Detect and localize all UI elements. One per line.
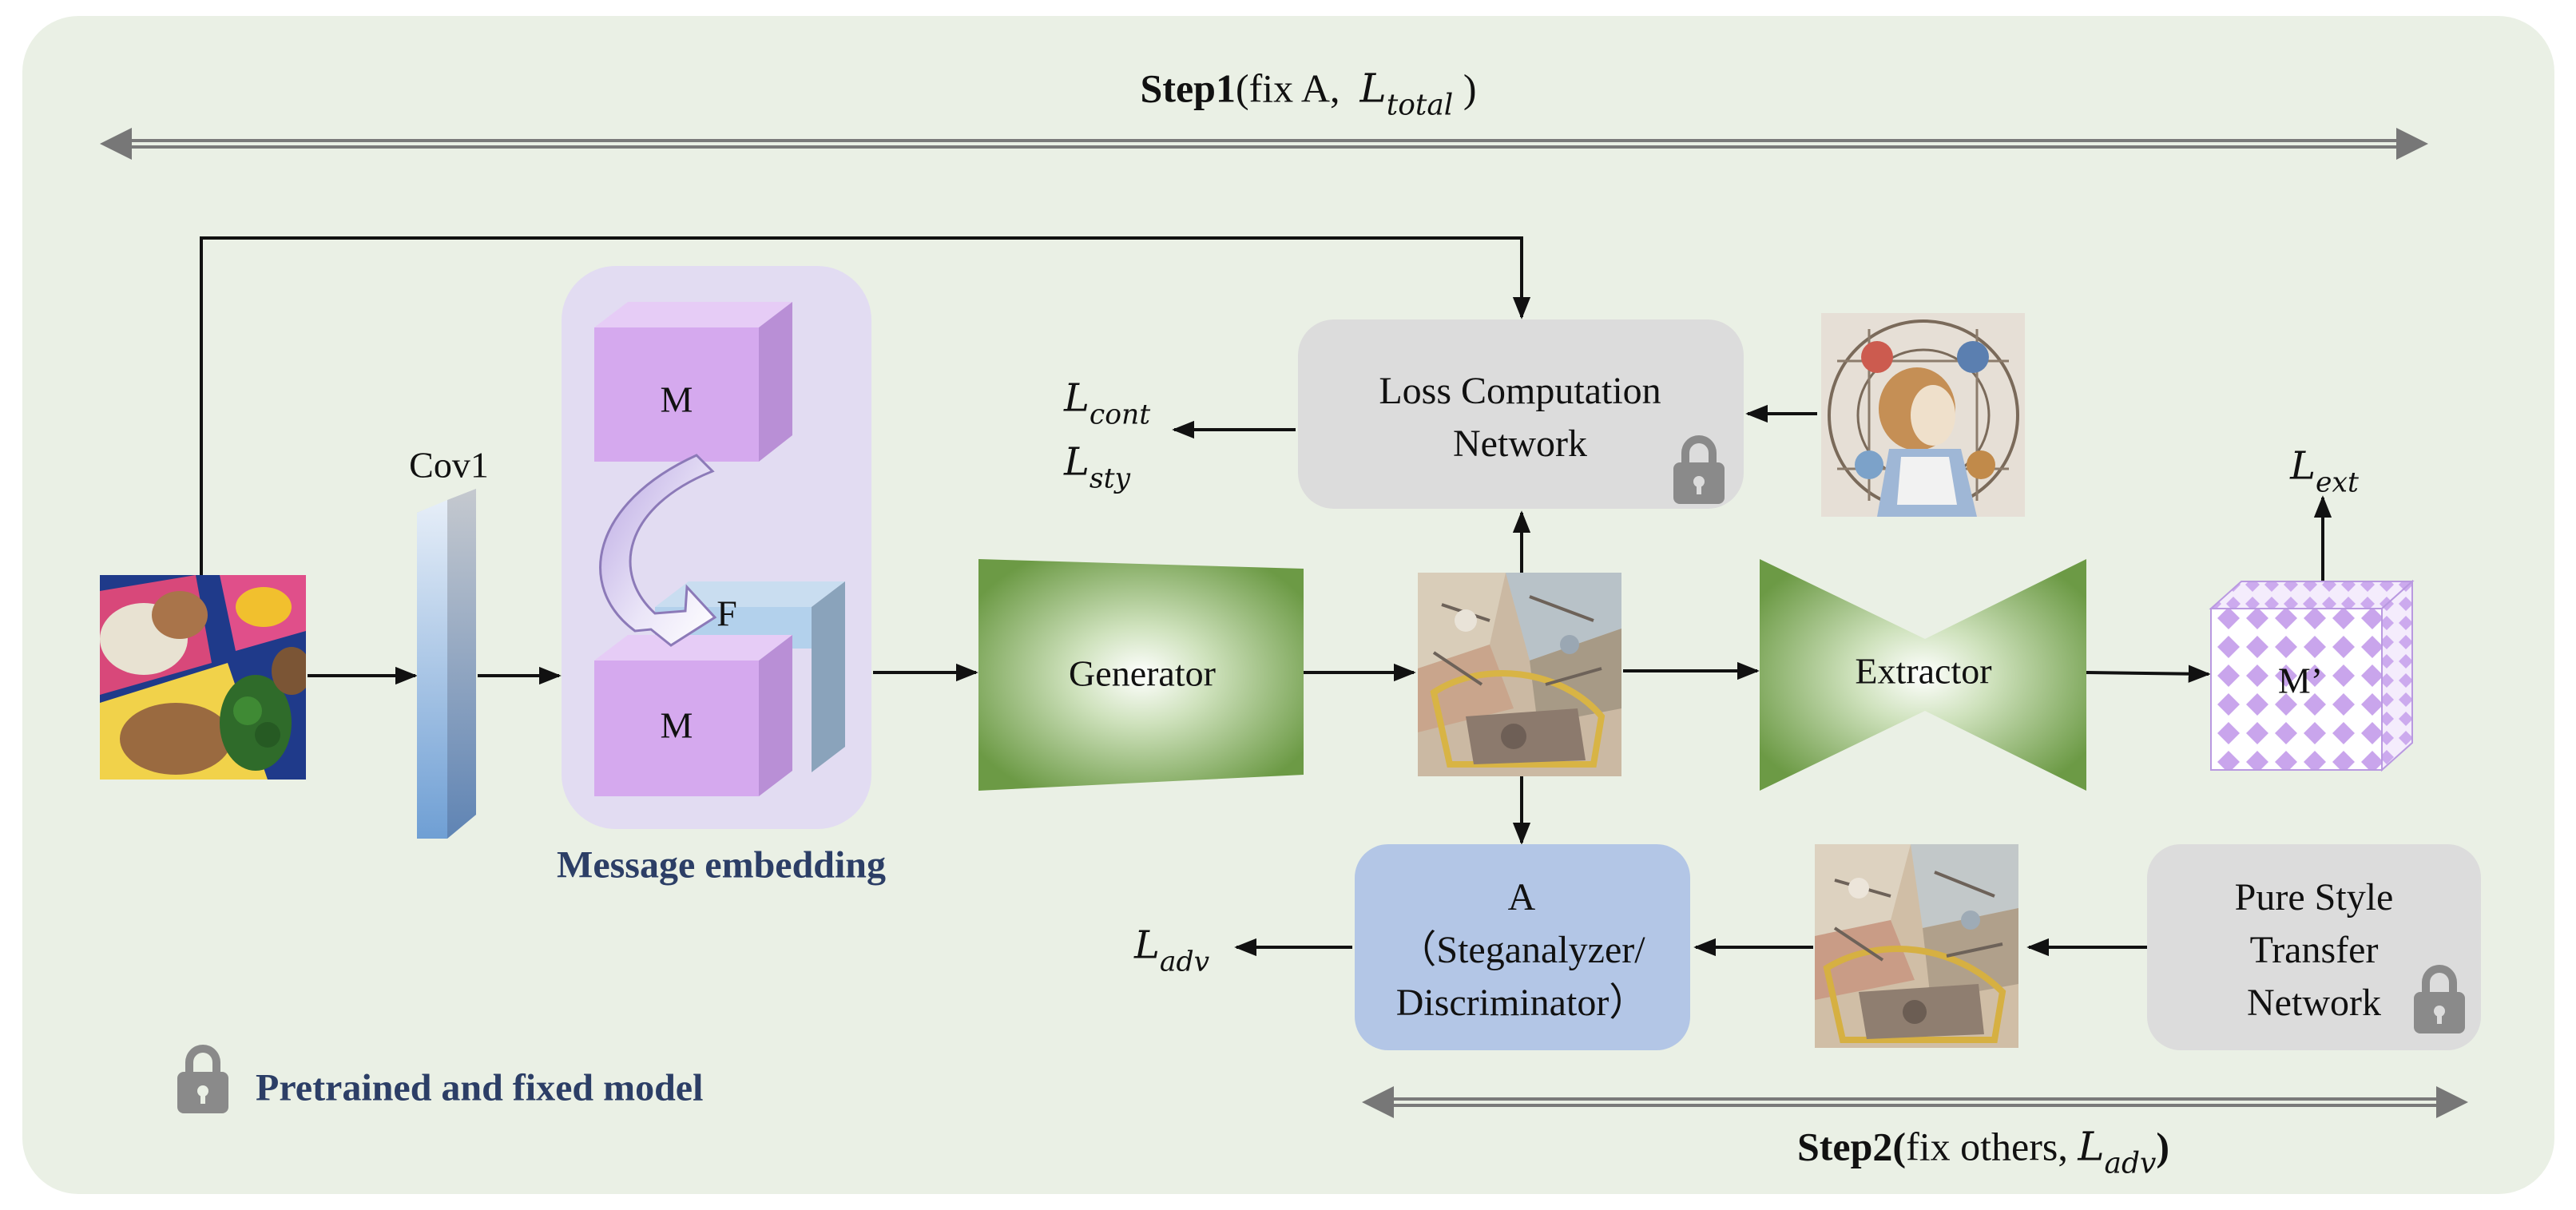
step1-label: Step1(fix A, Ltotal ) — [1141, 65, 1477, 121]
loss-adv-letter: L — [1134, 922, 1160, 968]
loss-sty: Lsty — [1064, 440, 1130, 495]
loss-sty-letter: L — [1064, 439, 1090, 485]
extractor-label: Extractor — [1855, 650, 1992, 692]
steganalyzer-line1: A — [1507, 876, 1536, 918]
extractor-block — [1760, 559, 2086, 791]
lock-icon — [177, 1045, 228, 1113]
pure-style-line1: Pure Style — [2234, 876, 2394, 918]
arrow-extractor-to-cube — [2086, 665, 2211, 683]
lock-icon — [2414, 965, 2465, 1033]
step2-range-arrow — [1362, 1086, 2468, 1118]
step2-loss: Ladv — [2078, 1123, 2156, 1180]
loss-sty-sub: sty — [1089, 462, 1131, 495]
cov1-layer — [417, 489, 476, 839]
stego-image — [1418, 573, 1621, 776]
steganalyzer-label: A （Steganalyzer/ Discriminator） — [1396, 871, 1648, 1029]
cube-f-label: F — [716, 593, 737, 634]
loss-cont-letter: L — [1064, 375, 1090, 421]
skip-connection-arrow — [200, 236, 1531, 575]
loss-ext-sub: ext — [2316, 466, 2359, 499]
step1-loss-sub: total — [1386, 89, 1454, 122]
step1-loss-letter: L — [1359, 65, 1387, 112]
loss-ext: Lext — [2290, 444, 2359, 499]
legend-label: Pretrained and fixed model — [256, 1066, 704, 1109]
cover-image — [100, 575, 306, 780]
cube-m-bottom — [594, 635, 792, 796]
step1-range-arrow — [100, 128, 2428, 160]
embedding-curve-arrow — [599, 454, 717, 647]
pure-style-label: Pure Style Transfer Network — [2235, 871, 2394, 1029]
step1-close: ) — [1463, 65, 1477, 111]
step2-loss-letter: L — [2078, 1123, 2105, 1170]
message-cube-label: M’ — [2277, 660, 2324, 701]
loss-adv: Ladv — [1134, 923, 1209, 978]
steganalyzer-line2: （Steganalyzer/ — [1398, 929, 1645, 971]
loss-cont-sub: cont — [1089, 399, 1151, 431]
step2-label: Step2(fix others, Ladv) — [1797, 1123, 2169, 1180]
step2-bold: Step2( — [1796, 1124, 1907, 1169]
pure-style-box — [2147, 844, 2481, 1050]
lock-icon — [1673, 435, 1725, 504]
cube-m-top — [594, 302, 792, 462]
cov1-label: Cov1 — [409, 444, 489, 486]
cube-m-top-label: M — [660, 379, 693, 420]
steganalyzer-line3: Discriminator） — [1395, 982, 1648, 1024]
step1-loss: Ltotal — [1359, 65, 1454, 121]
loss-adv-sub: adv — [1159, 946, 1210, 978]
embedding-caption: Message embedding — [557, 843, 886, 887]
loss-network-label: Loss Computation Network — [1379, 365, 1661, 470]
step1-bold: Step1 — [1140, 65, 1236, 111]
pure-style-line2: Transfer — [2249, 929, 2379, 971]
cube-m-bottom-label: M — [660, 704, 693, 746]
generator-label: Generator — [1069, 653, 1216, 694]
step2-loss-sub: adv — [2104, 1147, 2157, 1180]
step2-text: fix others, — [1906, 1124, 2068, 1169]
pure-style-line3: Network — [2247, 982, 2381, 1024]
step1-text: (fix A, — [1235, 65, 1340, 111]
message-cube-extracted — [2209, 579, 2415, 772]
loss-network-line1: Loss Computation — [1379, 370, 1661, 412]
step2-close: ) — [2156, 1124, 2170, 1169]
loss-cont: Lcont — [1064, 376, 1150, 431]
style-transfer-image — [1815, 844, 2018, 1048]
loss-network-line2: Network — [1453, 423, 1587, 465]
steganalyzer-box — [1355, 844, 1690, 1050]
loss-ext-letter: L — [2290, 443, 2316, 489]
loss-network-box — [1298, 319, 1744, 509]
style-image — [1821, 313, 2025, 517]
